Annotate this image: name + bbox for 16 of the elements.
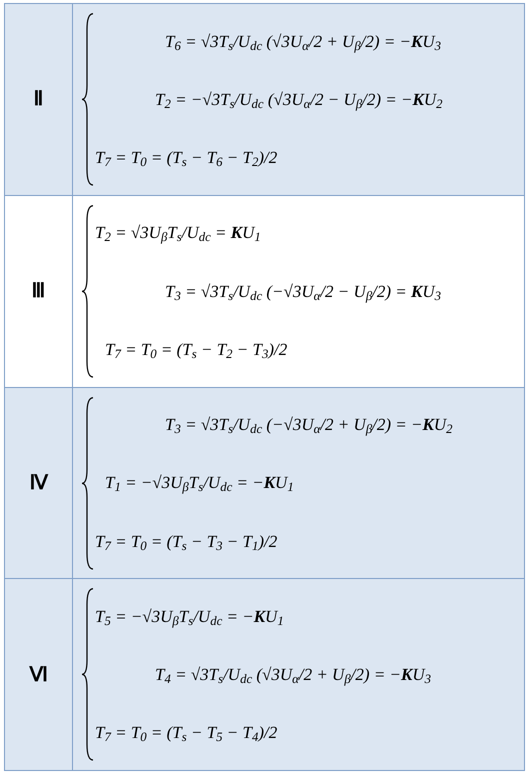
equation: T$_{7}$ = T$_{0}$ = (T$_{s}$ − T$_{3}$ − T$_{1}$)/2 (95, 530, 278, 552)
equation: T$_{6}$ = √3T$_{s}$/U$_{dc}$ (√3U$_{α}$/2 + U$_{β}$/2) = −KU$_{3}$ (165, 30, 442, 52)
equation: T$_{2}$ = √3U$_{β}$T$_{s}$/U$_{dc}$ = KU$_{1}$ (95, 222, 262, 244)
equation: T$_{5}$ = −√3U$_{β}$T$_{s}$/U$_{dc}$ = −KU$_{1}$ (95, 606, 285, 627)
equation: T$_{2}$ = −√3T$_{s}$/U$_{dc}$ (√3U$_{α}$/2 − U$_{β}$/2) = −KU$_{2}$ (155, 88, 444, 110)
equation: T$_{3}$ = √3T$_{s}$/U$_{dc}$ (−√3U$_{α}$/2 − U$_{β}$/2) = KU$_{3}$ (165, 280, 442, 302)
sector-number: Ⅲ (32, 279, 46, 304)
sector-number: Ⅵ (30, 662, 48, 688)
equation: T$_{1}$ = −√3U$_{β}$T$_{s}$/U$_{dc}$ = −KU$_{1}$ (105, 472, 295, 494)
equation: T$_{4}$ = √3T$_{s}$/U$_{dc}$ (√3U$_{α}$/2 + U$_{β}$/2) = −KU$_{3}$ (155, 664, 432, 686)
equation: T$_{7}$ = T$_{0}$ = (T$_{s}$ − T$_{2}$ − T$_{3}$)/2 (105, 338, 288, 360)
sector-number: Ⅱ (34, 87, 44, 112)
sector-number: Ⅳ (30, 470, 48, 496)
equation: T$_{3}$ = √3T$_{s}$/U$_{dc}$ (−√3U$_{α}$/2 + U$_{β}$/2) = −KU$_{2}$ (165, 414, 454, 436)
equation: T$_{7}$ = T$_{0}$ = (T$_{s}$ − T$_{5}$ − T$_{4}$)/2 (95, 722, 278, 744)
equation: T$_{7}$ = T$_{0}$ = (T$_{s}$ − T$_{6}$ − T$_{2}$)/2 (95, 147, 278, 168)
